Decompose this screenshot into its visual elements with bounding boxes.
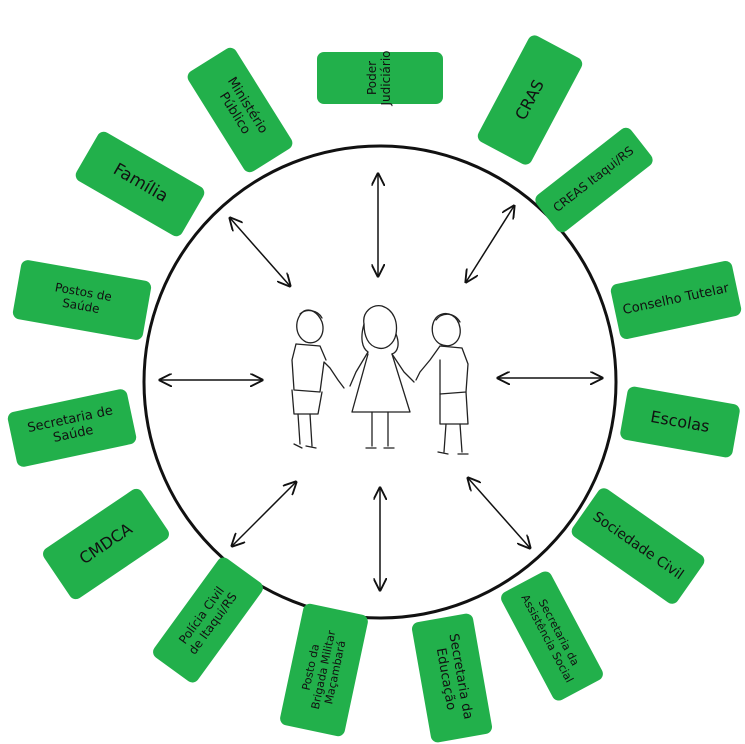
node-label-postos-saude: Postos de Saúde — [51, 281, 112, 318]
middle-child — [350, 306, 414, 448]
node-poder-judiciario: Poder Judiciário — [317, 52, 443, 104]
left-child — [292, 310, 344, 448]
right-child — [416, 314, 468, 454]
arrow-bottom-left — [232, 482, 296, 546]
node-label-cmdca: CMDCA — [76, 520, 136, 568]
node-label-poder-judiciario: Poder Judiciário — [366, 51, 394, 106]
node-label-secretaria-educacao: Secretaria da Educação — [430, 633, 474, 724]
arrow-top-right — [466, 206, 514, 282]
node-label-brigada-militar: Posto da Brigada Militar Maçambará — [297, 627, 351, 713]
node-label-escolas: Escolas — [649, 408, 711, 436]
node-label-cras: CRAS — [512, 77, 548, 123]
node-label-secretaria-saude: Secretaria de Saúde — [26, 404, 117, 451]
arrows-group — [160, 174, 602, 590]
arrow-bottom-right — [468, 478, 530, 548]
node-label-conselho-tutelar: Conselho Tutelar — [622, 281, 731, 318]
arrow-top-left — [230, 218, 290, 286]
children-illustration — [292, 306, 468, 454]
node-label-familia: Família — [109, 161, 171, 208]
